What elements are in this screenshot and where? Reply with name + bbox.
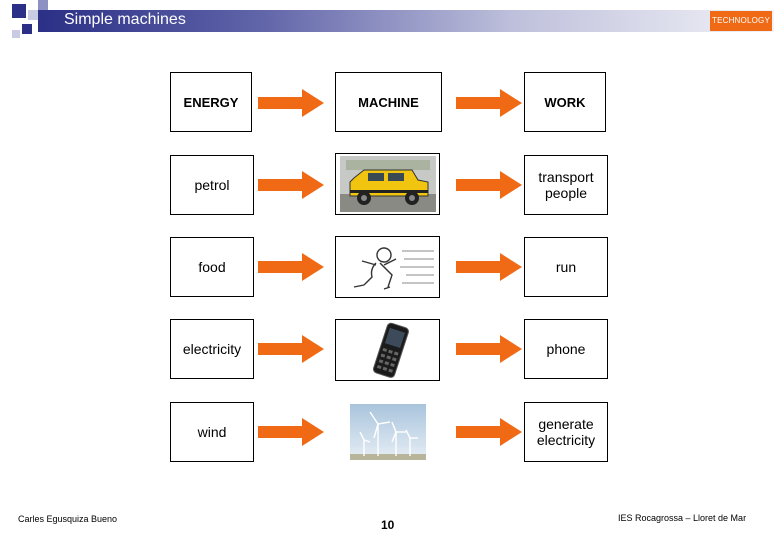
page-number: 10	[381, 518, 394, 532]
footer-author: Carles Egusquiza Bueno	[18, 514, 117, 524]
arrow-right-icon	[456, 335, 522, 363]
logo-square-3	[38, 0, 48, 10]
logo-square-4	[22, 24, 32, 34]
logo-square-2	[28, 10, 38, 20]
machine-cell-turbines	[335, 401, 440, 463]
energy-cell-food: food	[170, 237, 254, 297]
arrow-right-icon	[258, 171, 324, 199]
subject-tag: TECHNOLOGY	[710, 11, 772, 31]
running-man-sketch	[340, 239, 436, 295]
energy-header: ENERGY	[170, 72, 252, 132]
arrow-right-icon	[258, 335, 324, 363]
arrow-right-icon	[456, 89, 522, 117]
wind-turbines-image	[340, 402, 436, 462]
arrow-right-icon	[456, 253, 522, 281]
machine-cell-runner	[335, 236, 440, 298]
logo-square-5	[12, 30, 20, 38]
arrow-right-icon	[456, 418, 522, 446]
energy-cell-wind: wind	[170, 402, 254, 462]
machine-cell-car	[335, 153, 440, 215]
mobile-phone-image	[340, 322, 436, 378]
arrow-right-icon	[258, 253, 324, 281]
work-cell-phone: phone	[524, 319, 608, 379]
arrow-right-icon	[258, 89, 324, 117]
footer-school: IES Rocagrossa – Lloret de Mar	[618, 513, 746, 523]
work-cell-transport: transport people	[524, 155, 608, 215]
work-cell-generate: generate electricity	[524, 402, 608, 462]
work-header: WORK	[524, 72, 606, 132]
energy-cell-electricity: electricity	[170, 319, 254, 379]
page-title: Simple machines	[64, 11, 186, 29]
yellow-jeep-image	[340, 156, 436, 212]
energy-cell-petrol: petrol	[170, 155, 254, 215]
logo-square-1	[12, 4, 26, 18]
machine-cell-phone	[335, 319, 440, 381]
work-cell-run: run	[524, 237, 608, 297]
arrow-right-icon	[258, 418, 324, 446]
arrow-right-icon	[456, 171, 522, 199]
machine-header: MACHINE	[335, 72, 442, 132]
